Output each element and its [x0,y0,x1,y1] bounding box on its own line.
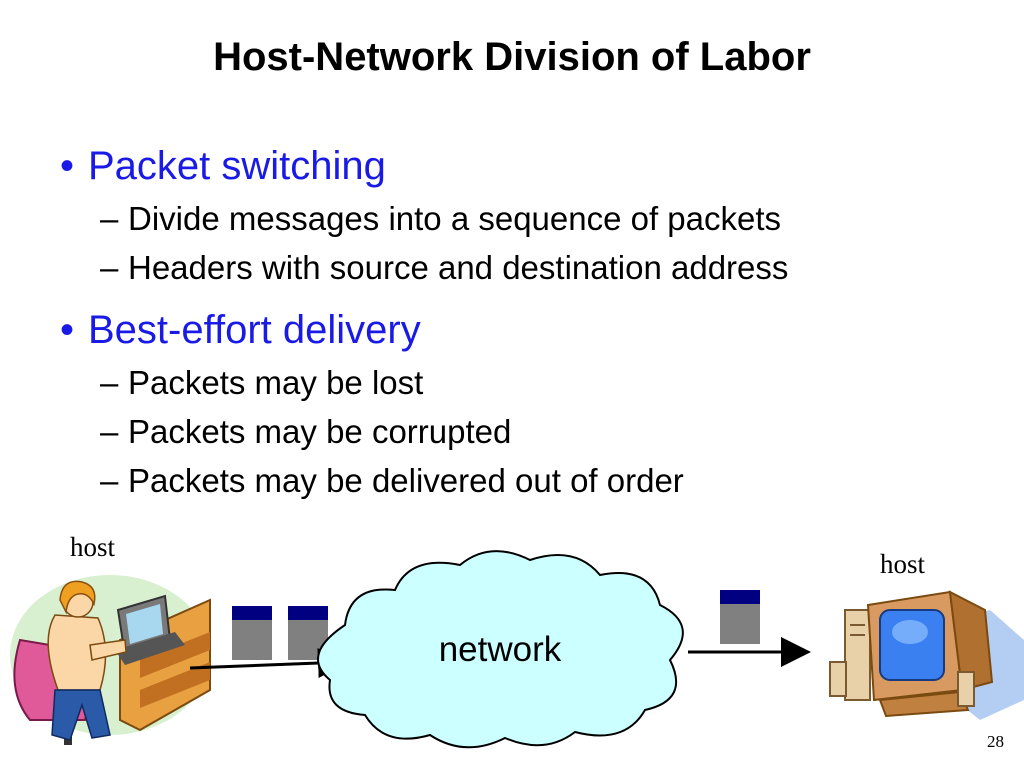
sub-bullet-text: Divide messages into a sequence of packe… [128,200,782,237]
dash-icon: – [100,413,119,450]
sub-bullet-item: – Headers with source and destination ad… [60,243,1000,292]
sub-bullet-text: Headers with source and destination addr… [128,249,789,286]
packet-icon [288,606,328,660]
desktop-computer-icon [829,590,1024,720]
bullet-dot-icon: • [60,308,75,352]
dash-icon: – [100,249,119,286]
bullet-text: Best-effort delivery [88,308,421,352]
bullet-item: • Best-effort delivery [60,302,1000,358]
slide-title: Host-Network Division of Labor [213,35,811,79]
packet-icon [720,590,760,644]
bullet-list: • Packet switching – Divide messages int… [60,138,1000,505]
person-at-computer-icon [10,575,211,745]
cloud-icon [317,550,684,749]
left-host-label: host [70,532,116,562]
sub-bullet-item: – Packets may be corrupted [60,407,1000,456]
bullet-text: Packet switching [88,144,386,188]
sub-bullet-item: – Packets may be delivered out of order [60,456,1000,505]
bullet-dot-icon: • [60,144,75,188]
dash-icon: – [100,364,119,401]
sub-bullet-text: Packets may be delivered out of order [128,462,684,499]
sub-bullet-item: – Divide messages into a sequence of pac… [60,194,1000,243]
right-host-label: host [880,549,926,579]
sub-bullet-text: Packets may be lost [128,364,424,401]
dash-icon: – [100,462,119,499]
sub-bullet-item: – Packets may be lost [60,358,1000,407]
bullet-item: • Packet switching [60,138,1000,194]
network-label: network [438,630,562,669]
packet-icon [232,606,272,660]
dash-icon: – [100,200,119,237]
sub-bullet-text: Packets may be corrupted [128,413,512,450]
page-number: 28 [987,732,1004,751]
